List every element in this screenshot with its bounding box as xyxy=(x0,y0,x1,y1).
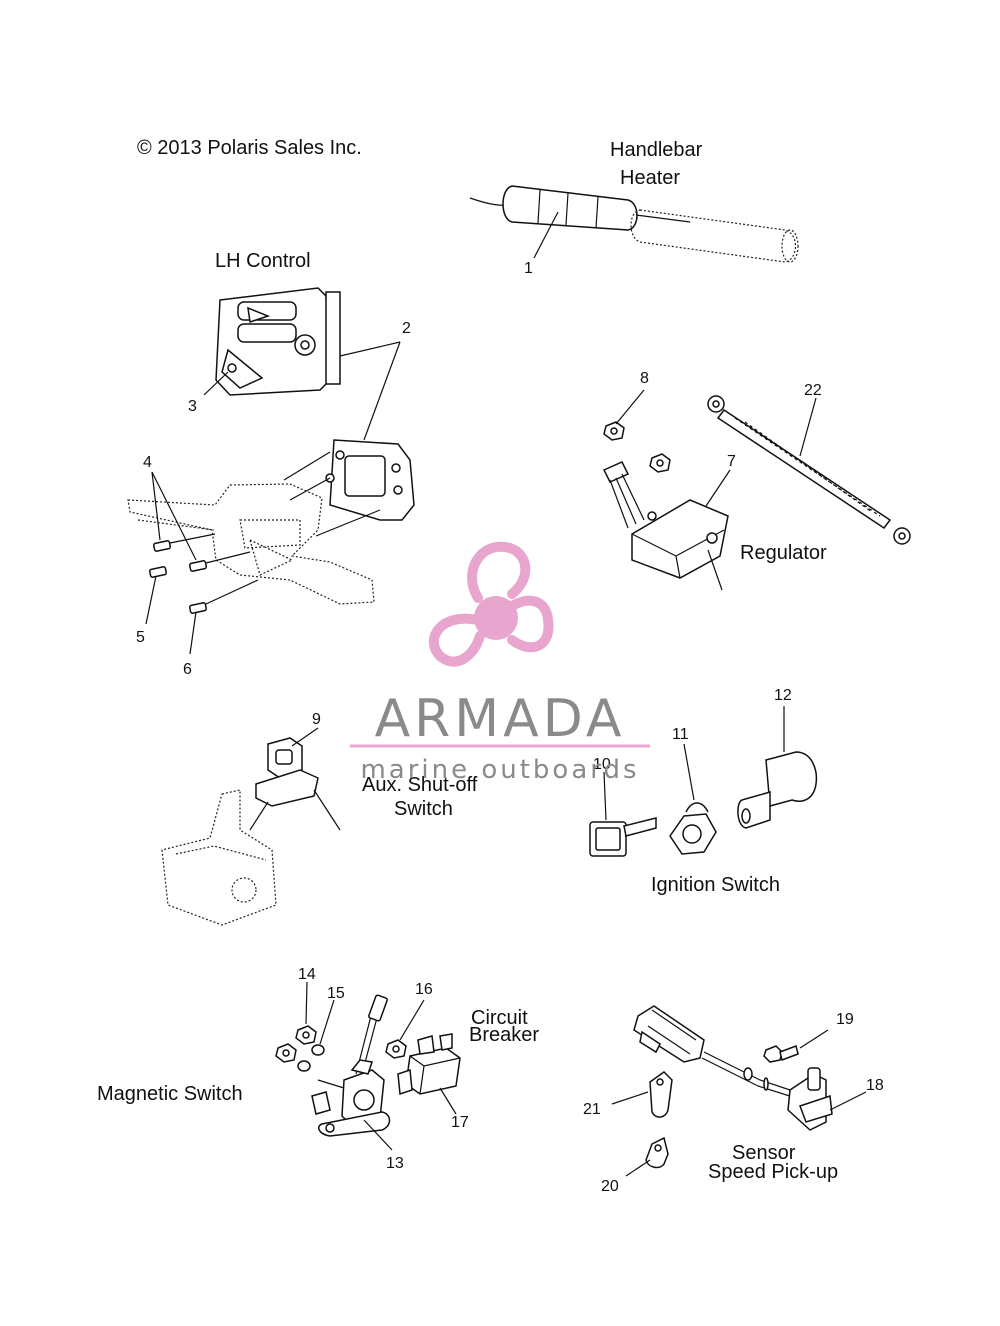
screw-6 xyxy=(188,579,259,614)
magnetic-switch-group: Magnetic Switch Circuit Breaker 14 15 13… xyxy=(97,966,539,1172)
callout-16: 16 xyxy=(415,981,433,998)
leader-9 xyxy=(291,727,319,747)
copyright-text: © 2013 Polaris Sales Inc. xyxy=(137,137,362,159)
regulator-group: Regulator 8 7 22 xyxy=(602,370,911,591)
lh-control-side xyxy=(325,291,341,385)
clip-20 xyxy=(645,1136,669,1169)
regulator-title: Regulator xyxy=(740,542,827,564)
callout-5: 5 xyxy=(136,629,145,646)
leader-20 xyxy=(625,1159,651,1177)
screw-4a xyxy=(152,533,216,552)
solenoid-bracket xyxy=(317,1111,391,1137)
leader-21 xyxy=(611,1091,649,1105)
callout-12: 12 xyxy=(774,687,792,704)
handlebar-heater-title-line1: Handlebar xyxy=(610,139,703,161)
callout-4: 4 xyxy=(143,454,152,471)
clip-21 xyxy=(649,1071,673,1118)
circuit-breaker xyxy=(397,1033,461,1096)
leader-2b xyxy=(363,341,401,441)
leader-6 xyxy=(189,611,197,655)
leader-4b xyxy=(151,471,197,561)
heater-element xyxy=(502,185,638,231)
circuit-breaker-title-line1: Circuit xyxy=(471,1007,528,1029)
armada-watermark: ARMADA marine outboards xyxy=(350,541,650,785)
lh-control-trigger xyxy=(221,348,264,389)
leader-14 xyxy=(305,981,308,1025)
callout-18: 18 xyxy=(866,1077,884,1094)
handlebar-heater-group: Handlebar Heater 1 xyxy=(469,139,799,277)
leader-18 xyxy=(829,1091,867,1111)
leader-10 xyxy=(603,771,607,821)
lh-control-group: LH Control 3 2 xyxy=(127,250,415,678)
callout-17: 17 xyxy=(451,1114,469,1131)
ignition-switch-title: Ignition Switch xyxy=(651,874,780,896)
leader-22 xyxy=(799,397,817,457)
handlebar-assembly-outline xyxy=(127,483,375,605)
callout-8: 8 xyxy=(640,370,649,387)
screw-4b xyxy=(188,551,251,572)
callout-11: 11 xyxy=(672,726,689,743)
nut-8b xyxy=(649,453,671,473)
circuit-breaker-title-line2: Breaker xyxy=(469,1024,539,1046)
callout-22: 22 xyxy=(804,382,822,399)
leader-7 xyxy=(705,469,731,507)
callout-14: 14 xyxy=(298,966,316,983)
leader-4a xyxy=(151,471,161,541)
callout-19: 19 xyxy=(836,1011,854,1028)
nut-8a xyxy=(603,421,625,441)
handlebar-grip-outline xyxy=(630,209,797,263)
ground-strap xyxy=(707,395,911,545)
callout-2: 2 xyxy=(402,320,411,337)
lh-control-title: LH Control xyxy=(215,250,311,272)
leader-2a xyxy=(339,341,401,357)
leader-11 xyxy=(683,743,695,801)
callout-21: 21 xyxy=(583,1101,601,1118)
aux-switch-group: Aux. Shut-off Switch 9 xyxy=(161,711,478,926)
aux-switch-base xyxy=(255,769,319,807)
sensor-group: Sensor Speed Pick-up 18 19 21 xyxy=(583,1005,884,1195)
leader-1 xyxy=(533,211,559,259)
callout-9: 9 xyxy=(312,711,321,728)
callout-3: 3 xyxy=(188,398,197,415)
watermark-brand: ARMADA xyxy=(375,689,626,749)
watermark-tagline: marine outboards xyxy=(360,755,639,785)
callout-10: 10 xyxy=(593,756,611,773)
ignition-nut xyxy=(669,802,717,855)
leader-15 xyxy=(319,999,335,1045)
aux-switch-title-line2: Switch xyxy=(394,798,453,820)
aux-switch-housing-outline xyxy=(161,789,277,926)
callout-20: 20 xyxy=(601,1178,619,1195)
callout-13: 13 xyxy=(386,1155,404,1172)
leader-17 xyxy=(439,1087,457,1115)
handlebar-heater-title-line2: Heater xyxy=(620,167,680,189)
ignition-key xyxy=(589,817,657,857)
leader-8 xyxy=(615,389,645,425)
callout-6: 6 xyxy=(183,661,192,678)
callout-1: 1 xyxy=(524,260,533,277)
speed-sensor-body xyxy=(787,1067,833,1131)
callout-15: 15 xyxy=(327,985,345,1002)
ignition-switch-group: Ignition Switch 10 11 12 xyxy=(589,687,818,896)
callout-7: 7 xyxy=(727,453,736,470)
regulator-connector xyxy=(602,461,630,483)
regulator-body xyxy=(631,499,729,579)
leader-3 xyxy=(203,371,229,396)
washer-15a xyxy=(311,1044,325,1056)
leader-19 xyxy=(799,1029,829,1049)
bolt-19 xyxy=(763,1045,799,1063)
screw-5 xyxy=(148,566,168,578)
sensor-title-line1: Sensor xyxy=(732,1142,796,1164)
aux-switch-title-line1: Aux. Shut-off xyxy=(362,774,478,796)
sensor-title-line2: Speed Pick-up xyxy=(708,1161,838,1183)
sensor-connector xyxy=(633,1005,705,1063)
ignition-cylinder xyxy=(737,751,818,829)
washer-15b xyxy=(297,1060,311,1072)
propeller-logo-icon xyxy=(428,541,554,667)
magnetic-switch-title: Magnetic Switch xyxy=(97,1083,243,1105)
leader-5 xyxy=(145,575,157,625)
leader-13 xyxy=(363,1119,393,1151)
leader-16 xyxy=(399,999,425,1041)
